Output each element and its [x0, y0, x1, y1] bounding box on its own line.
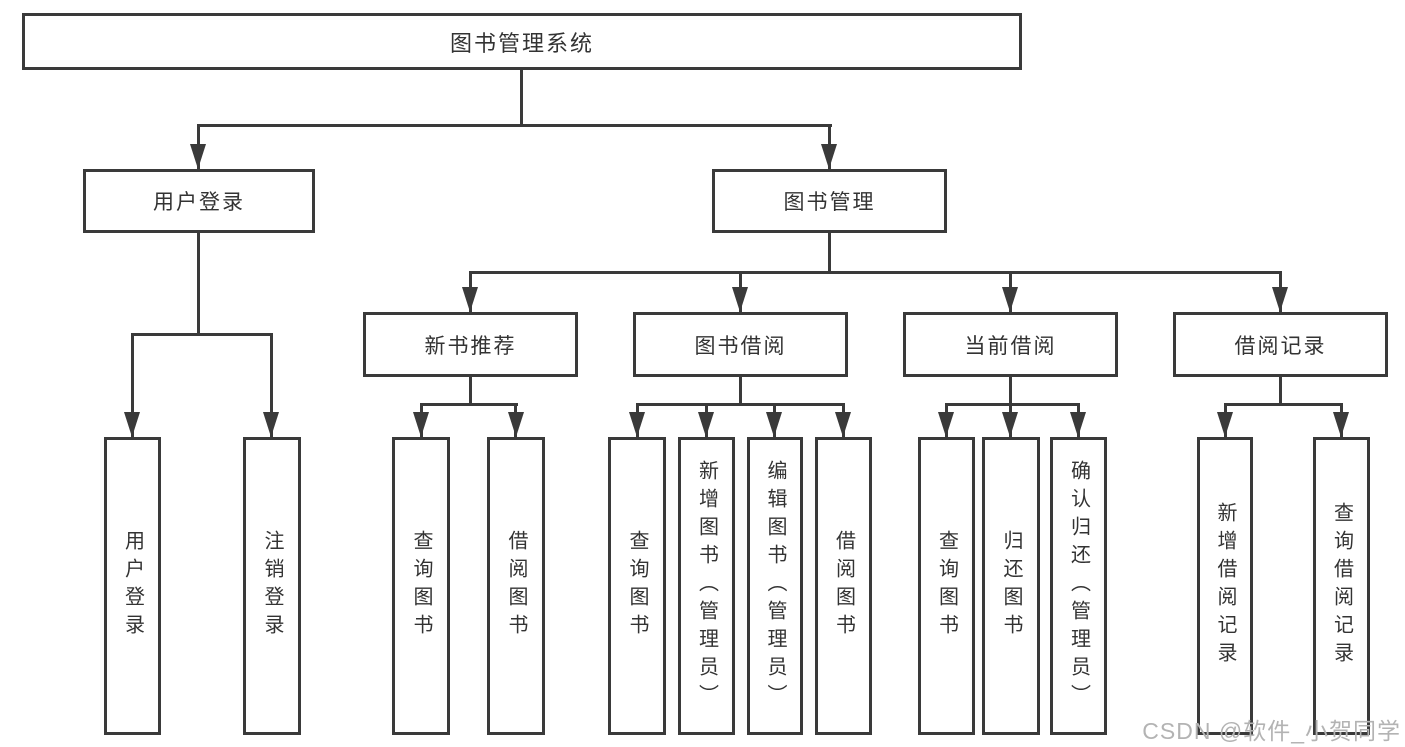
- leaf-current-confirm-return-admin: 确认归还（管理员）: [1050, 437, 1107, 735]
- arrowhead: [190, 144, 206, 169]
- leaf-user-login: 用户登录: [104, 437, 161, 735]
- connector-login-drop-2: [270, 333, 273, 437]
- leaf-current-query-books: 查询图书: [918, 437, 975, 735]
- leaf-current-return-books: 归还图书: [982, 437, 1040, 735]
- node-root-label: 图书管理系统: [449, 30, 594, 56]
- leaf-borrow-add-books-admin: 新增图书（管理员）: [678, 437, 735, 735]
- connector-root-stem: [520, 70, 523, 126]
- leaf-borrow-edit-books-admin: 编辑图书（管理员）: [747, 437, 803, 735]
- leaf-borrow-borrow-books: 借阅图书: [815, 437, 872, 735]
- leaf-user-login-label: 用户登录: [121, 530, 144, 642]
- node-book-borrow-label: 图书借阅: [694, 334, 787, 358]
- node-new-book-recommend: 新书推荐: [363, 312, 578, 377]
- arrowhead: [938, 412, 954, 437]
- arrowhead: [629, 412, 645, 437]
- leaf-newbooks-borrow-books: 借阅图书: [487, 437, 545, 735]
- connector-login-drop-1: [131, 333, 134, 437]
- node-current-borrow-label: 当前借阅: [964, 334, 1057, 358]
- node-borrow-records: 借阅记录: [1173, 312, 1388, 377]
- node-user-login: 用户登录: [83, 169, 315, 233]
- node-new-book-recommend-label: 新书推荐: [424, 334, 517, 358]
- arrowhead: [732, 287, 748, 312]
- leaf-newbooks-borrow-books-label: 借阅图书: [505, 530, 527, 642]
- arrowhead: [766, 412, 782, 437]
- arrowhead: [413, 412, 429, 437]
- leaf-borrow-query-books: 查询图书: [608, 437, 666, 735]
- arrowhead: [263, 412, 279, 437]
- node-book-management-label: 图书管理: [783, 191, 876, 214]
- arrowhead: [1272, 287, 1288, 312]
- arrowhead: [1002, 412, 1018, 437]
- node-root: 图书管理系统: [22, 13, 1022, 70]
- arrowhead: [1217, 412, 1233, 437]
- arrowhead: [508, 412, 524, 437]
- leaf-current-return-books-label: 归还图书: [1000, 530, 1022, 642]
- leaf-borrow-add-books-admin-label: 新增图书（管理员）: [695, 460, 718, 712]
- connector-newbooks-bar: [420, 403, 518, 406]
- connector-login-stem: [197, 233, 200, 334]
- connector-newbooks-stem: [469, 377, 472, 405]
- leaf-current-confirm-return-admin-label: 确认归还（管理员）: [1067, 460, 1090, 712]
- connector-borrow-bar: [636, 403, 845, 406]
- connector-borrow-stem: [739, 377, 742, 405]
- leaf-newbooks-query-books-label: 查询图书: [410, 530, 432, 642]
- leaf-records-add-record: 新增借阅记录: [1197, 437, 1253, 735]
- leaf-borrow-edit-books-admin-label: 编辑图书（管理员）: [764, 460, 786, 712]
- connector-current-bar: [945, 403, 1080, 406]
- node-book-borrow: 图书借阅: [633, 312, 848, 377]
- leaf-records-query-record: 查询借阅记录: [1313, 437, 1370, 735]
- arrowhead: [698, 412, 714, 437]
- connector-mgmt-stem: [828, 233, 831, 273]
- connector-mgmt-bar: [469, 271, 1282, 274]
- arrowhead: [821, 144, 837, 169]
- leaf-borrow-borrow-books-label: 借阅图书: [832, 530, 855, 642]
- connector-login-bar: [131, 333, 273, 336]
- watermark: CSDN @软件_小贺同学: [1142, 718, 1401, 744]
- arrowhead: [835, 412, 851, 437]
- node-borrow-records-label: 借阅记录: [1234, 334, 1327, 358]
- leaf-current-query-books-label: 查询图书: [935, 530, 958, 642]
- leaf-newbooks-query-books: 查询图书: [392, 437, 450, 735]
- arrowhead: [1333, 412, 1349, 437]
- arrowhead: [462, 287, 478, 312]
- arrowhead: [124, 412, 140, 437]
- leaf-logout-label: 注销登录: [261, 530, 283, 642]
- node-user-login-label: 用户登录: [153, 191, 245, 214]
- connector-records-stem: [1279, 377, 1282, 405]
- connector-records-bar: [1224, 403, 1343, 406]
- leaf-borrow-query-books-label: 查询图书: [626, 530, 648, 642]
- leaf-records-add-record-label: 新增借阅记录: [1214, 502, 1236, 670]
- node-book-management: 图书管理: [712, 169, 947, 233]
- arrowhead: [1002, 287, 1018, 312]
- node-current-borrow: 当前借阅: [903, 312, 1118, 377]
- arrowhead: [1070, 412, 1086, 437]
- connector-root-bar: [197, 124, 832, 127]
- leaf-records-query-record-label: 查询借阅记录: [1330, 502, 1353, 670]
- connector-current-stem: [1009, 377, 1012, 405]
- leaf-logout: 注销登录: [243, 437, 301, 735]
